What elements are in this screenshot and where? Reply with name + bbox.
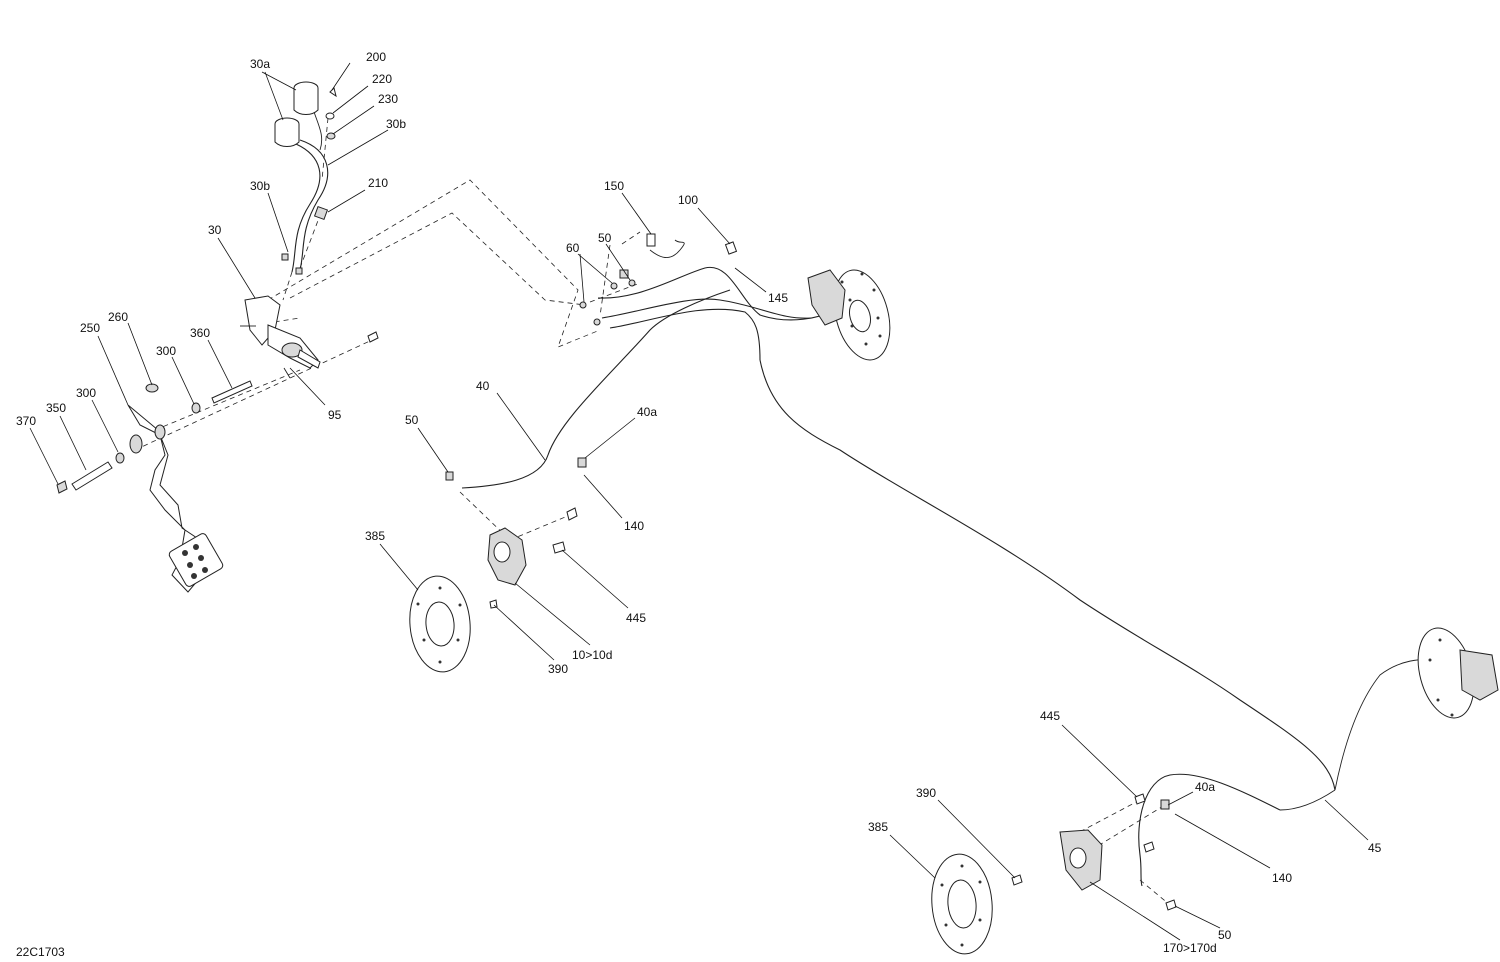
callout-30b-top: 30b — [386, 117, 406, 131]
callout-45: 45 — [1368, 841, 1382, 855]
callout-50-top: 50 — [598, 231, 612, 245]
callout-170-170d: 170>170d — [1163, 941, 1217, 955]
callout-30a: 30a — [250, 57, 270, 71]
callout-10-10d: 10>10d — [572, 648, 612, 662]
assembly-dashed-lines — [134, 117, 1171, 906]
callout-350: 350 — [46, 401, 66, 415]
callout-385-left: 385 — [365, 529, 385, 543]
rear-right-caliper-and-disc — [1417, 627, 1499, 719]
callout-40a-right: 40a — [1195, 780, 1215, 794]
front-right-caliper-and-disc — [579, 233, 891, 361]
callout-140-right: 140 — [1272, 871, 1292, 885]
callout-250: 250 — [80, 321, 100, 335]
callout-145: 145 — [768, 291, 788, 305]
callout-50-left: 50 — [405, 413, 419, 427]
callout-360: 360 — [190, 326, 210, 340]
front-left-caliper-and-disc — [409, 457, 587, 673]
callout-leader-lines — [29, 62, 1369, 941]
callout-40: 40 — [476, 379, 490, 393]
callout-30: 30 — [208, 223, 222, 237]
master-cylinder — [240, 295, 379, 379]
callout-labels: 200 30a 220 230 30b 210 30b 30 260 250 3… — [16, 50, 1382, 955]
callout-445-right: 445 — [1040, 709, 1060, 723]
callout-370: 370 — [16, 414, 36, 428]
callout-300-upper: 300 — [156, 344, 176, 358]
callout-40a-top: 40a — [637, 405, 657, 419]
callout-140-top: 140 — [624, 519, 644, 533]
callout-100: 100 — [678, 193, 698, 207]
callout-60: 60 — [566, 241, 580, 255]
callout-390-left: 390 — [548, 662, 568, 676]
callout-30b-mid: 30b — [250, 179, 270, 193]
figure-id: 22C1703 — [16, 945, 65, 959]
callout-230: 230 — [378, 92, 398, 106]
callout-390-right: 390 — [916, 786, 936, 800]
callout-95: 95 — [328, 408, 342, 422]
callout-385-right: 385 — [868, 820, 888, 834]
callout-445-left: 445 — [626, 611, 646, 625]
fluid-reservoir — [274, 81, 337, 275]
callout-210: 210 — [368, 176, 388, 190]
callout-300-lower: 300 — [76, 386, 96, 400]
rear-left-caliper-and-disc — [931, 793, 1177, 955]
callout-260: 260 — [108, 310, 128, 324]
brake-pedal — [127, 404, 224, 593]
callout-150: 150 — [604, 179, 624, 193]
callout-200: 200 — [366, 50, 386, 64]
callout-220: 220 — [372, 72, 392, 86]
pedal-pivot-pin — [56, 380, 253, 494]
brake-pipes — [291, 105, 1441, 887]
callout-50-right: 50 — [1218, 928, 1232, 942]
